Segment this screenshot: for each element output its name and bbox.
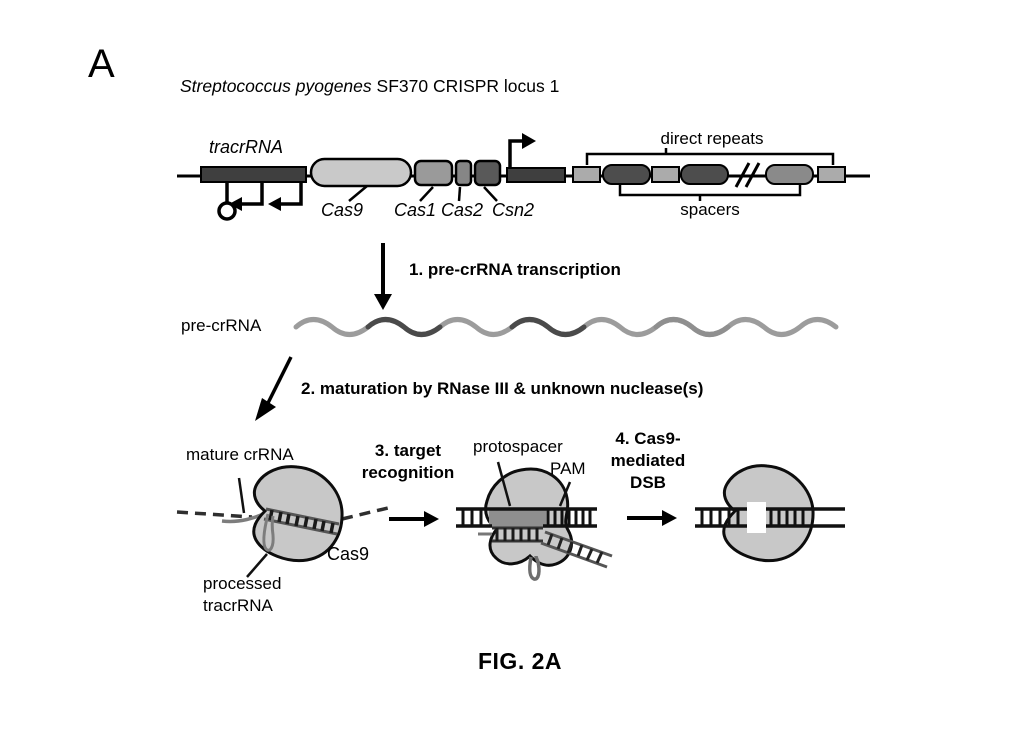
cut-dna-rungs-left: [700, 509, 740, 526]
tracrRNA-loop: [262, 513, 275, 552]
wave-dark-segment-1: [365, 317, 443, 337]
cas1-gene-label: Cas1: [394, 200, 437, 220]
direct-repeats-bracket: [585, 152, 835, 165]
protospacer-leader: [496, 461, 512, 507]
mature-crRNA-leader: [237, 477, 246, 514]
cas9-complex-2: [456, 461, 613, 581]
cas9-gene-box: [309, 157, 413, 188]
dna-rungs-right: [546, 509, 592, 526]
csn2-gene-box: [473, 159, 502, 187]
duplex-rungs: [268, 509, 335, 534]
promoter-arrow-left-1: [242, 182, 264, 206]
pre-crRNA-label: pre-crRNA: [181, 316, 262, 335]
wave-dark-segment-2: [509, 317, 587, 337]
pam-leader: [558, 481, 572, 507]
duplex-rail-top: [265, 507, 340, 526]
step4-line1: 4. Cas9-: [615, 429, 681, 448]
title-species: Streptococcus pyogenes: [180, 76, 372, 96]
cas1-label-leader: [419, 186, 434, 202]
step2-arrow: [266, 356, 293, 404]
spacer-box-1: [602, 164, 651, 185]
processed-line2: tracrRNA: [203, 596, 273, 615]
figure-title: Streptococcus pyogenes SF370 CRISPR locu…: [180, 76, 559, 97]
direct-repeats-label: direct repeats: [660, 129, 764, 148]
step4-line3: DSB: [630, 473, 666, 492]
leader-sequence-box: [506, 167, 566, 183]
direct-repeat-box-3: [817, 166, 846, 183]
diagonal-rungs: [546, 533, 604, 564]
step4-arrowhead-icon: [662, 510, 677, 526]
step1-arrowhead-icon: [374, 294, 392, 310]
r-loop-band: [489, 509, 546, 527]
processed-tracrRNA-label: processed tracrRNA: [203, 573, 281, 617]
cas2-gene-box: [454, 159, 473, 187]
promoter-arrowhead-left-2-icon: [268, 197, 281, 211]
array-break-slash-1: [734, 162, 751, 188]
spacers-label: spacers: [680, 200, 740, 219]
cas9-label-leader: [348, 185, 368, 202]
panel-label: A: [88, 42, 115, 86]
step3-label: 3. target recognition: [362, 440, 455, 484]
spacer-box-2: [680, 164, 729, 185]
csn2-gene-label: Csn2: [492, 200, 535, 220]
spacers-bracket: [618, 184, 802, 197]
array-promoter-arrow: [508, 139, 522, 173]
cas9-protein-label: Cas9: [327, 544, 370, 564]
step1-transcription: [374, 243, 392, 310]
step4-label: 4. Cas9- mediated DSB: [611, 428, 686, 494]
tracrRNA-label: tracrRNA: [209, 137, 284, 157]
step4-dsb: [627, 510, 677, 526]
step2-arrowhead-icon: [255, 398, 276, 421]
step2-label: 2. maturation by RNase III & unknown nuc…: [301, 379, 704, 398]
crRNA-dashed-left: [176, 510, 253, 519]
step1-label: 1. pre-crRNA transcription: [409, 260, 621, 279]
figure-number-label: FIG. 2A: [477, 648, 563, 674]
step3-line2: recognition: [361, 463, 455, 482]
cas1-gene-box: [413, 159, 454, 187]
cas9-complex-3: [695, 464, 845, 563]
array-promoter-arrowhead-icon: [522, 133, 536, 149]
array-break-slash-2: [744, 162, 761, 188]
pre-crRNA-wave: [293, 317, 839, 337]
mature-crRNA-label: mature crRNA: [186, 445, 294, 464]
step3-line1: 3. target: [374, 441, 442, 460]
spacer-box-3: [765, 164, 814, 185]
step3-recognition: [389, 511, 439, 527]
promoter-arrow-left-2: [281, 182, 303, 206]
cas9-complex-1: [176, 465, 393, 578]
processed-line1: processed: [203, 574, 282, 593]
diagonal-rail-bottom: [540, 541, 608, 569]
tracrRNA-tail-loop: [528, 555, 541, 581]
stem-loop-icon: [217, 201, 237, 221]
step2-maturation: [255, 356, 293, 421]
cas9-gene-label: Cas9: [321, 200, 364, 220]
duplex-rail-bottom: [263, 517, 338, 536]
processed-tracrRNA-leader: [246, 553, 268, 578]
wave-medium-segment: [653, 317, 731, 337]
cas2-label-leader: [457, 186, 462, 202]
promoter-arrowhead-left-1-icon: [229, 197, 242, 211]
dna-rungs-left: [461, 509, 483, 526]
pam-label: PAM: [550, 459, 586, 478]
cas9-protein-blob-3: [722, 464, 815, 563]
direct-repeat-box-2: [651, 166, 680, 183]
csn2-label-leader: [483, 186, 498, 202]
cas9-protein-blob-1: [252, 465, 344, 563]
protospacer-label: protospacer: [473, 437, 563, 456]
hybrid-rungs: [495, 528, 539, 541]
direct-repeat-box-1: [572, 166, 601, 183]
crRNA-dashed-right: [341, 505, 393, 521]
step4-line2: mediated: [610, 451, 686, 470]
crispr-locus: [177, 133, 870, 221]
cas2-gene-label: Cas2: [441, 200, 484, 220]
step3-arrowhead-icon: [424, 511, 439, 527]
dsb-cut-gap: [747, 502, 766, 533]
title-rest: SF370 CRISPR locus 1: [371, 76, 560, 96]
cut-dna-rungs-right: [769, 509, 805, 526]
tracrRNA-gene-box: [200, 166, 307, 183]
